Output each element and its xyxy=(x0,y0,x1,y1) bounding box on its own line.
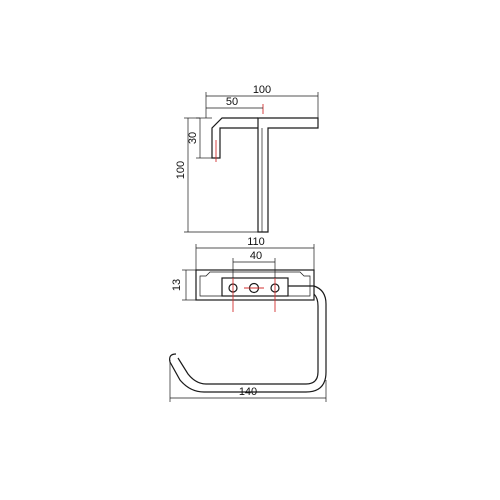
side-view: 100 50 30 100 xyxy=(175,84,319,233)
dim-label-arm-length: 140 xyxy=(239,386,257,398)
dim-label-base-thickness: 13 xyxy=(171,279,183,291)
side-view-plate xyxy=(257,117,319,233)
dim-label-top-half: 50 xyxy=(226,96,238,108)
dim-label-top-width: 100 xyxy=(253,84,271,96)
dim-label-bottom-width: 110 xyxy=(247,236,265,248)
arm-inner xyxy=(177,293,319,385)
dim-label-hole-spacing: 40 xyxy=(250,250,262,262)
arm-outer xyxy=(169,285,327,393)
mounting-block xyxy=(221,277,289,297)
front-view: 110 40 13 140 xyxy=(169,236,327,402)
dim-label-top-side: 30 xyxy=(187,132,199,144)
side-view-hook xyxy=(211,117,258,159)
dim-label-top-height: 100 xyxy=(175,161,187,179)
base-plate xyxy=(195,269,315,301)
